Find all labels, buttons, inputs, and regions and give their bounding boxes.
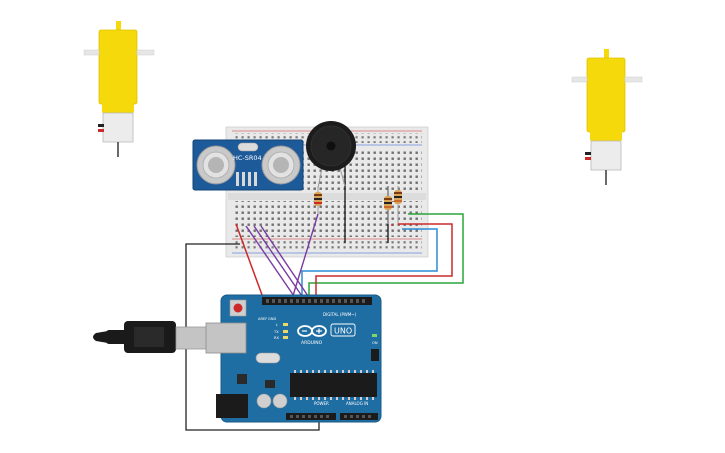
crystal-oscillator [255, 352, 281, 364]
digital-label: DIGITAL (PWM~) [323, 312, 357, 317]
arduino-uno-board[interactable]: DIGITAL (PWM~) AREF GND UNO ARDUINO TX R… [205, 294, 382, 423]
uno-logo-text: UNO [334, 327, 352, 336]
arduino-brand-text: ARDUINO [301, 340, 323, 346]
l-label: L [276, 323, 278, 327]
resistor-sensor[interactable] [314, 186, 322, 214]
wire-green[interactable] [308, 213, 464, 299]
wire-red-signal[interactable] [315, 223, 453, 299]
ultrasonic-sensor[interactable]: HC-SR04 [192, 139, 304, 191]
on-label: ON [372, 341, 378, 345]
sensor-transducer-left [196, 145, 236, 185]
wire-blue[interactable] [301, 228, 438, 299]
capacitor-2 [272, 393, 288, 409]
usb-connector [175, 326, 209, 350]
aref-label: AREF [258, 317, 267, 321]
usb-port [205, 322, 247, 354]
wire-black-ground[interactable] [185, 243, 320, 431]
dc-motor-right[interactable] [571, 49, 643, 185]
arduino-logo-icon [297, 325, 327, 337]
motor-shaft-right [624, 76, 643, 83]
gnd-label: GND [268, 317, 276, 321]
sensor-label: HC-SR04 [233, 154, 262, 162]
usb-cable[interactable] [93, 321, 209, 353]
piezo-buzzer[interactable] [306, 121, 356, 189]
reset-button-cap[interactable] [233, 303, 243, 313]
power-jack [216, 394, 248, 418]
capacitor-1 [256, 393, 272, 409]
tx-label: TX [273, 330, 279, 334]
microcontroller-chip [290, 373, 377, 397]
wire-purple-1[interactable] [245, 225, 297, 300]
sensor-transducer-right [261, 145, 301, 185]
rx-label: RX [274, 336, 279, 340]
resistor-led-2[interactable] [394, 186, 402, 224]
wire-purple-3[interactable] [260, 225, 311, 300]
motor-shaft-left [136, 49, 155, 56]
power-label: POWER [314, 401, 329, 406]
wire-purple-4[interactable] [291, 213, 319, 300]
dc-motor-left[interactable] [83, 21, 155, 157]
analog-in-label: ANALOG IN [346, 401, 368, 406]
resistor-led-1[interactable] [384, 186, 392, 224]
